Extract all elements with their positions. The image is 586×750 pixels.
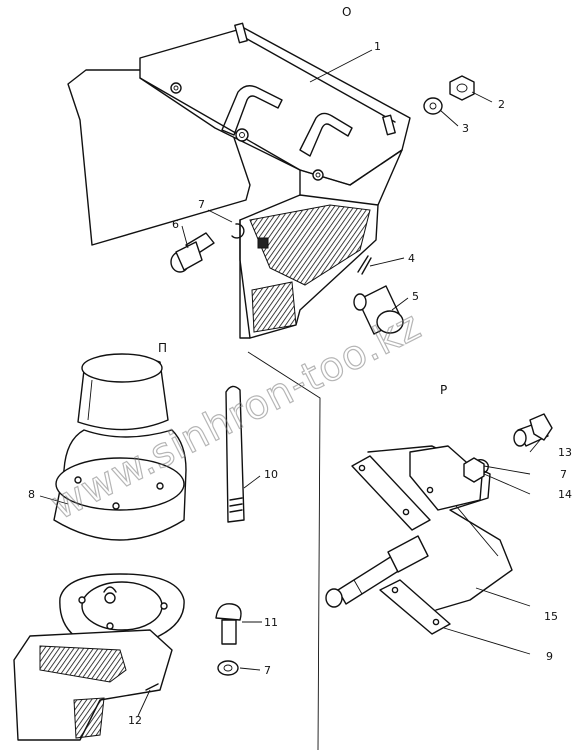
round-head-bolt — [215, 603, 242, 645]
flat-washer — [217, 660, 239, 676]
nut — [449, 75, 475, 101]
callout-5: 5 — [412, 290, 419, 303]
washer — [423, 97, 443, 115]
lift-handle-right — [299, 112, 353, 157]
hex-bolt — [513, 413, 553, 447]
callout-15: 15 — [544, 610, 558, 623]
section-o-assembly — [67, 22, 411, 339]
section-label-p: П — [158, 341, 167, 355]
callout-9: 9 — [546, 650, 553, 663]
section-r-assembly — [325, 413, 553, 635]
axle-pin — [353, 285, 404, 335]
section-p-assembly — [13, 351, 321, 750]
lower-strap — [379, 579, 451, 635]
base-housing — [13, 629, 173, 741]
callout-10: 10 — [264, 468, 278, 481]
callout-7-right: 7 — [560, 468, 567, 481]
section-o-fasteners — [170, 75, 475, 335]
cotter-pin — [357, 255, 372, 275]
section-label-r: Р — [440, 383, 447, 397]
callout-6: 6 — [172, 218, 179, 231]
callout-3: 3 — [462, 122, 469, 135]
leader-lines — [39, 49, 541, 717]
callout-2: 2 — [498, 98, 505, 111]
callout-13: 13 — [558, 446, 572, 459]
callout-4: 4 — [408, 252, 415, 265]
upper-strap — [351, 455, 431, 531]
spindle-shaft — [325, 535, 429, 608]
long-bolt — [225, 385, 245, 523]
callout-14: 14 — [558, 488, 572, 501]
callout-7-lower: 7 — [264, 664, 271, 677]
mounting-flange — [59, 573, 185, 641]
lock-washer — [231, 223, 245, 239]
lift-handle-left — [221, 85, 283, 136]
callout-11: 11 — [264, 616, 278, 629]
callout-8: 8 — [28, 488, 35, 501]
hex-nut — [463, 457, 485, 483]
section-label-o: О — [342, 5, 351, 19]
callout-7-upper: 7 — [198, 198, 205, 211]
bolt — [170, 232, 215, 273]
small-pin — [145, 683, 159, 691]
callout-12: 12 — [128, 714, 142, 727]
callout-1: 1 — [374, 40, 381, 53]
